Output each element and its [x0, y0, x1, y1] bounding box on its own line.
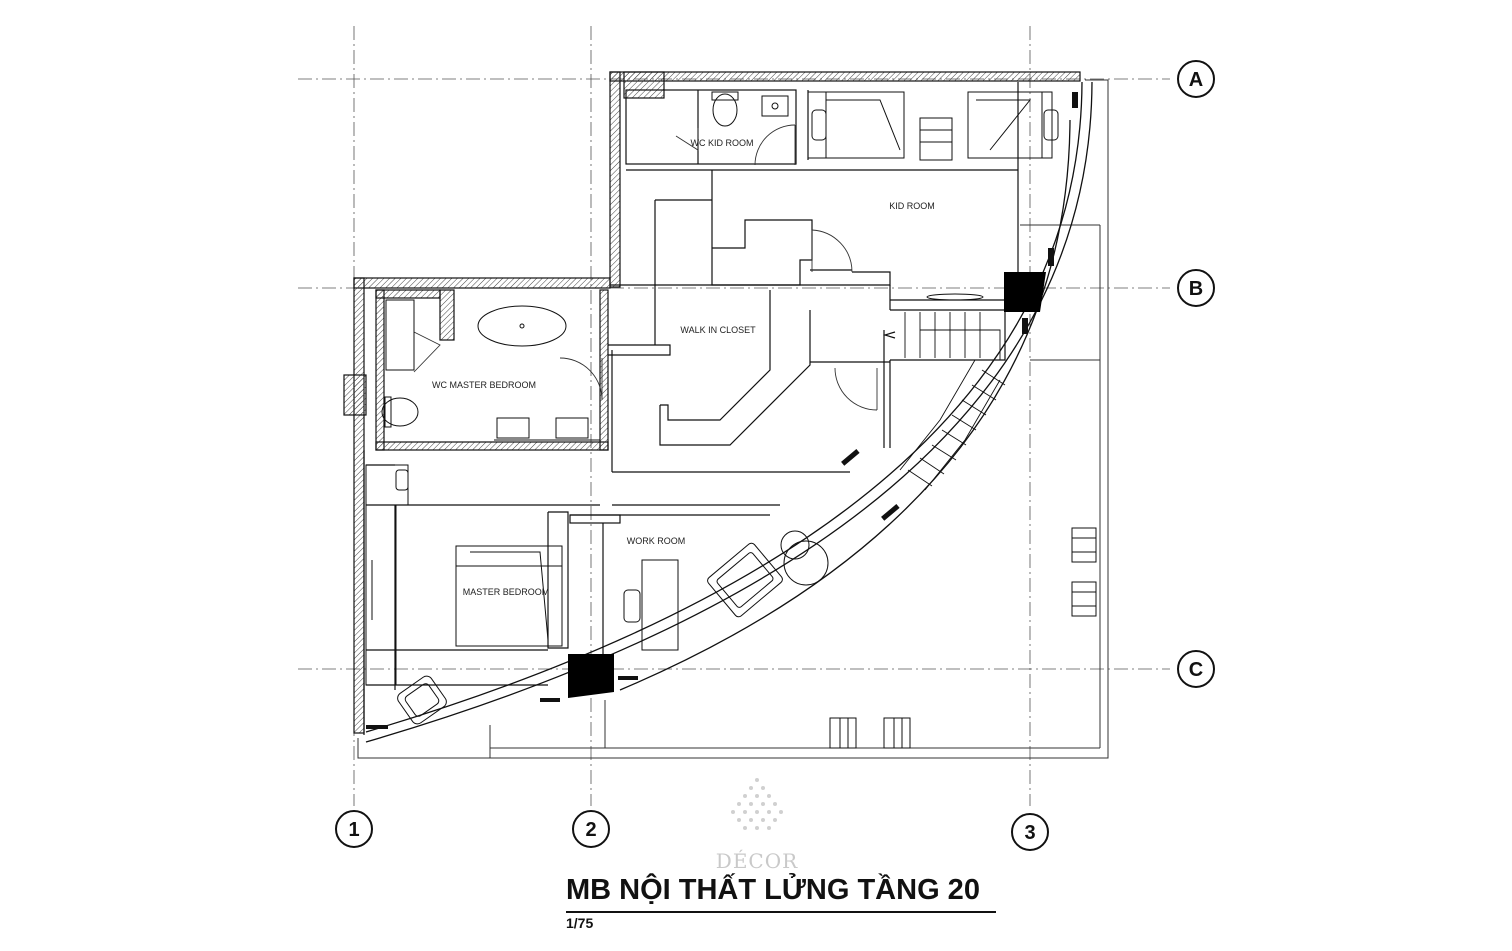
drawing-scale: 1/75 — [566, 915, 594, 931]
outdoor-chairs-right — [1071, 527, 1097, 617]
grid-bubble-3: 3 — [1011, 813, 1049, 851]
axis-label-b: B — [1189, 278, 1203, 300]
outdoor-chairs-bottom — [829, 717, 911, 749]
axis-label-3: 3 — [1024, 822, 1035, 844]
doors — [413, 124, 878, 411]
kid-bed-right — [967, 91, 1053, 159]
grid-bubble-B: B — [1177, 269, 1215, 307]
grid-bubble-C: C — [1177, 650, 1215, 688]
facade-units — [366, 92, 1078, 729]
title-underline — [566, 911, 996, 913]
structural-columns — [568, 272, 1046, 698]
label-work-room: WORK ROOM — [627, 536, 686, 546]
exterior-walls — [343, 71, 1081, 734]
axis-label-c: C — [1189, 659, 1203, 681]
interior-walls — [363, 82, 1019, 735]
furniture — [365, 91, 1097, 749]
staircase — [882, 312, 1006, 491]
label-master-bedroom: MASTER BEDROOM — [463, 587, 550, 597]
master-bed — [455, 545, 563, 647]
terrace-outline — [357, 79, 1109, 759]
label-kid-room: KID ROOM — [889, 201, 935, 211]
axis-label-2: 2 — [585, 819, 596, 841]
label-wc-kid-room: WC KID ROOM — [691, 138, 754, 148]
watermark-text: DÉCOR — [716, 849, 798, 873]
grid-bubble-2: 2 — [572, 810, 610, 848]
decor-watermark-logo: DÉCOR — [716, 778, 798, 873]
work-desk — [641, 559, 679, 651]
kid-bed-left — [807, 91, 905, 159]
drawing-title: MB NỘI THẤT LỬNG TẦNG 20 — [566, 874, 980, 906]
axis-label-a: A — [1189, 69, 1203, 91]
axis-label-1: 1 — [348, 819, 359, 841]
label-wc-master-bedroom: WC MASTER BEDROOM — [432, 380, 536, 390]
curved-facade — [365, 81, 1093, 743]
grid-bubble-A: A — [1177, 60, 1215, 98]
grid-bubble-1: 1 — [335, 810, 373, 848]
label-walk-in-closet: WALK IN CLOSET — [680, 325, 756, 335]
